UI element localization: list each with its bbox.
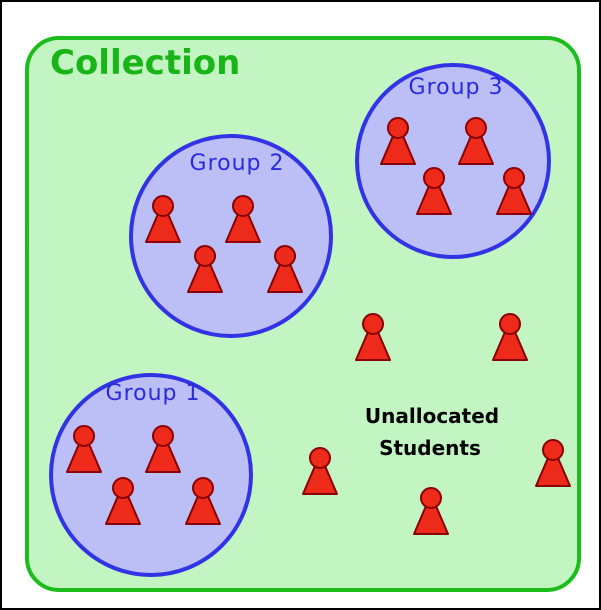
student-icon [302, 447, 338, 495]
student-icon [496, 167, 532, 215]
unallocated-label-line2: Students [379, 436, 481, 460]
student-icon [416, 167, 452, 215]
group-3: Group 3 [355, 63, 551, 259]
group-2-label: Group 2 [190, 151, 285, 176]
student-icon [535, 439, 571, 487]
student-icon [413, 487, 449, 535]
group-2-students [145, 195, 303, 293]
student-icon [105, 477, 141, 525]
student-icon [355, 313, 391, 361]
group-2: Group 2 [129, 134, 333, 338]
group-3-label: Group 3 [409, 75, 504, 100]
group-1-label: Group 1 [106, 381, 201, 406]
unallocated-students [302, 313, 571, 535]
group-1: Group 1 [49, 373, 253, 577]
collection-title: Collection [50, 43, 240, 83]
student-icon [145, 425, 181, 473]
student-icon [267, 245, 303, 293]
student-icon [458, 117, 494, 165]
student-icon [380, 117, 416, 165]
student-icon [187, 245, 223, 293]
student-icon [492, 313, 528, 361]
unallocated-label-line1: Unallocated [365, 404, 499, 428]
group-3-students [380, 117, 532, 215]
student-icon [66, 425, 102, 473]
group-1-students [66, 425, 221, 525]
student-icon [185, 477, 221, 525]
student-icon [145, 195, 181, 243]
student-icon [225, 195, 261, 243]
